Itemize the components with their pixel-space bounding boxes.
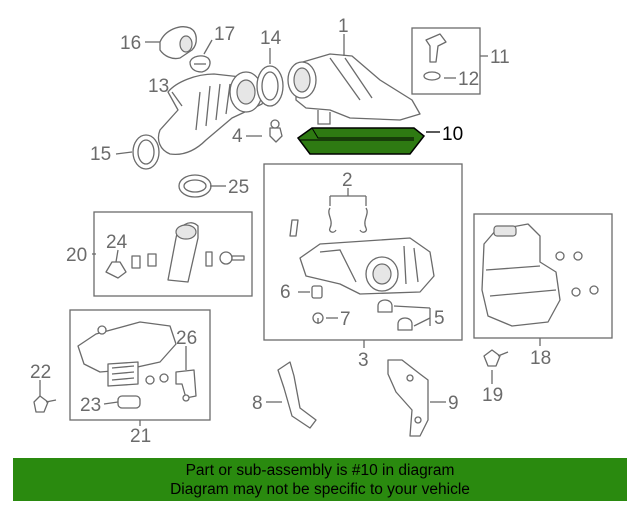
label-12[interactable]: 12 xyxy=(458,69,479,90)
label-3[interactable]: 3 xyxy=(358,350,369,371)
part-19[interactable] xyxy=(483,349,509,367)
part-14[interactable] xyxy=(256,65,284,107)
part-11-group-box xyxy=(411,27,481,95)
part-26[interactable] xyxy=(175,369,197,402)
banner-line-part: Part or sub-assembly is #10 in diagram xyxy=(185,462,455,479)
label-15[interactable]: 15 xyxy=(90,144,111,165)
part-24[interactable] xyxy=(105,253,157,279)
part-23[interactable] xyxy=(117,395,141,409)
part-3-group-box xyxy=(263,163,463,341)
label-26[interactable]: 26 xyxy=(176,328,197,349)
label-8[interactable]: 8 xyxy=(252,393,263,414)
part-21[interactable] xyxy=(77,321,177,387)
label-5[interactable]: 5 xyxy=(434,308,445,329)
banner-line-disclaimer: Diagram may not be specific to your vehi… xyxy=(170,481,470,498)
part-15[interactable] xyxy=(132,134,160,170)
part-5[interactable] xyxy=(377,299,413,331)
label-24[interactable]: 24 xyxy=(106,232,128,253)
info-banner: Part or sub-assembly is #10 in diagram D… xyxy=(13,458,627,501)
part-2[interactable] xyxy=(289,207,368,237)
label-1[interactable]: 1 xyxy=(338,16,349,37)
part-18-group-box xyxy=(473,213,613,339)
label-13[interactable]: 13 xyxy=(148,76,169,97)
part-18[interactable] xyxy=(481,223,599,327)
part-17[interactable] xyxy=(189,55,211,73)
label-6[interactable]: 6 xyxy=(280,282,291,303)
part-labels: 16 17 13 14 1 15 4 25 10 11 12 2 6 7 5 3… xyxy=(30,16,551,447)
label-20[interactable]: 20 xyxy=(66,245,87,266)
label-16[interactable]: 16 xyxy=(120,33,141,54)
part-13[interactable] xyxy=(157,71,265,156)
label-10[interactable]: 10 xyxy=(442,124,463,145)
label-9[interactable]: 9 xyxy=(448,393,459,414)
part-3-case[interactable] xyxy=(299,237,435,295)
part-6[interactable] xyxy=(311,285,323,299)
label-14[interactable]: 14 xyxy=(260,28,282,49)
label-21[interactable]: 21 xyxy=(130,426,151,447)
leader-lines xyxy=(39,34,541,426)
label-17[interactable]: 17 xyxy=(214,24,235,45)
part-10-air-filter[interactable] xyxy=(296,127,426,155)
part-7[interactable] xyxy=(312,312,324,324)
label-19[interactable]: 19 xyxy=(482,385,503,406)
label-22[interactable]: 22 xyxy=(30,362,51,383)
part-22[interactable] xyxy=(33,395,57,413)
label-7[interactable]: 7 xyxy=(340,309,351,330)
part-12[interactable] xyxy=(423,71,441,81)
part-4[interactable] xyxy=(269,119,283,143)
part-8[interactable] xyxy=(277,361,317,429)
part-11[interactable] xyxy=(425,33,447,63)
label-4[interactable]: 4 xyxy=(232,126,243,147)
label-11[interactable]: 11 xyxy=(490,47,510,68)
label-18[interactable]: 18 xyxy=(530,348,551,369)
label-23[interactable]: 23 xyxy=(80,395,101,416)
part-16[interactable] xyxy=(159,26,197,60)
part-9[interactable] xyxy=(387,359,429,437)
label-25[interactable]: 25 xyxy=(228,177,249,198)
part-20[interactable] xyxy=(167,222,245,283)
label-2[interactable]: 2 xyxy=(342,170,353,191)
part-1[interactable] xyxy=(287,53,421,125)
part-10-filter-body xyxy=(296,127,426,155)
part-25[interactable] xyxy=(178,174,212,198)
